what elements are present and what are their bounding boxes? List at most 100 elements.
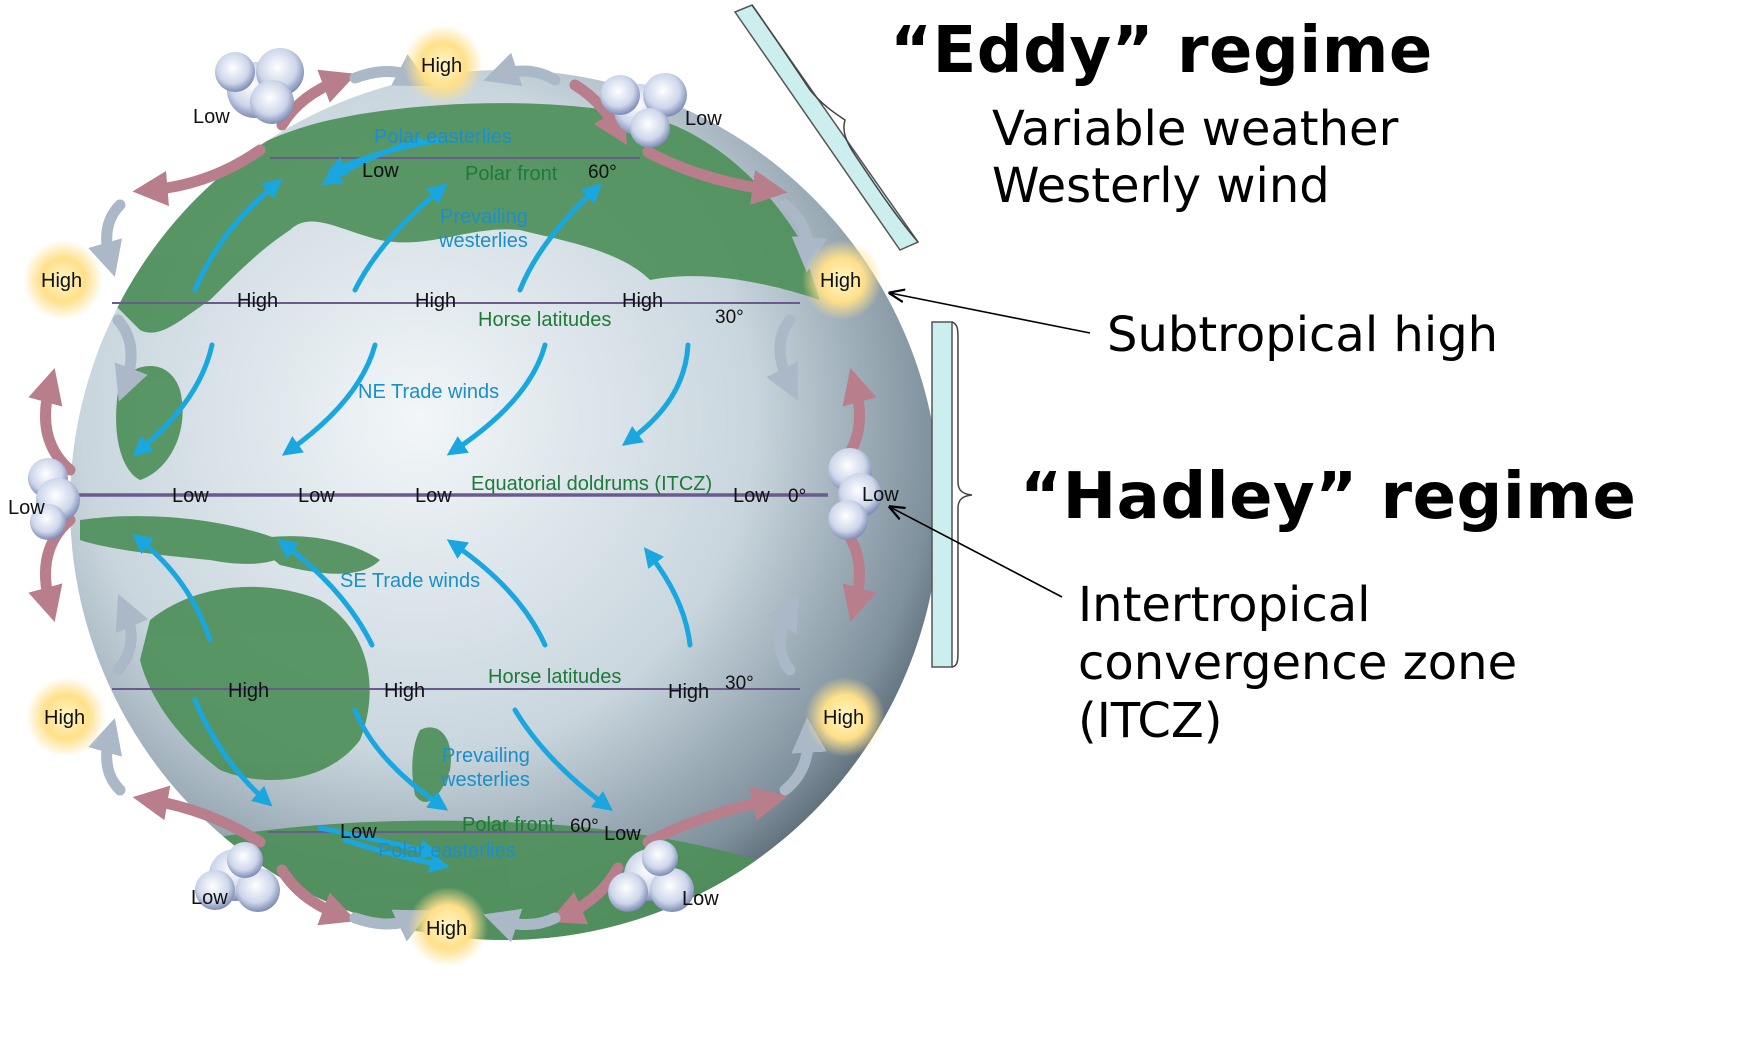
eddy-regime-line2: Westerly wind: [992, 158, 1330, 214]
pressure-label: High: [421, 55, 462, 77]
pressure-label: High: [426, 918, 467, 940]
cloud-icon: [28, 458, 80, 540]
pressure-label: Low: [298, 485, 335, 507]
wind-arrow: [192, 697, 273, 807]
latitude-label: 30°: [715, 307, 744, 328]
latitude-label: 0°: [788, 486, 806, 507]
itcz-pointer: [890, 507, 1063, 598]
wind-arrow: [342, 837, 450, 873]
latitude-labels: 60° 30° 0° 30° 60°: [570, 162, 806, 837]
wind-arrow: [321, 137, 423, 186]
wind-arrow: [132, 342, 215, 457]
eddy-bracket-brace: [751, 4, 919, 243]
latitude-label: 60°: [570, 816, 599, 837]
wind-arrow: [352, 183, 448, 293]
itcz-label-line1: Intertropical: [1078, 577, 1371, 633]
cell-arrow-grey: [112, 593, 149, 676]
sun-icon: [26, 677, 106, 757]
pressure-label: Low: [172, 485, 209, 507]
wind-arrow: [512, 707, 613, 812]
cell-arrow-grey: [779, 717, 827, 796]
pressure-label: High: [823, 707, 864, 729]
cell-arrow-pink: [132, 785, 266, 848]
pressure-label: High: [44, 707, 85, 729]
eddy-bracket: [733, 4, 920, 251]
hadley-bracket: [931, 321, 973, 668]
high-pressure-suns: [23, 25, 885, 967]
sun-icon: [403, 25, 483, 105]
wind-label-polar-easterlies-s: Polar easterlies: [378, 840, 516, 862]
wind-arrow: [446, 342, 548, 456]
cloud-icon: [608, 840, 694, 912]
cell-arrows: [28, 52, 877, 943]
australia-land: [140, 586, 370, 780]
zone-label-horse-latitudes-n: Horse latitudes: [478, 309, 611, 331]
cloud-icon: [215, 48, 304, 124]
cloud-icon: [828, 448, 882, 540]
pressure-label: High: [668, 681, 709, 703]
cloud-icon: [600, 73, 687, 148]
cell-arrow-pink: [132, 144, 266, 207]
indonesia-land: [80, 516, 286, 564]
cell-arrow-grey: [483, 908, 561, 943]
wind-arrow: [132, 533, 213, 643]
pressure-label: Low: [415, 485, 452, 507]
itcz-label-line2: convergence zone: [1078, 635, 1518, 691]
subtropical-high-pointer: [890, 293, 1091, 334]
cell-arrow-grey: [483, 52, 561, 87]
cell-arrow-pink: [642, 786, 788, 848]
pressure-label: High: [415, 290, 456, 312]
latitude-label: 60°: [588, 162, 617, 183]
cell-arrow-pink: [28, 368, 76, 476]
pressure-label: Low: [362, 160, 399, 182]
wind-label-westerlies-s: westerlies: [440, 769, 530, 791]
zone-label-polar-front-s: Polar front: [462, 814, 555, 836]
wind-arrow: [517, 183, 603, 293]
cell-arrow-grey: [88, 199, 126, 277]
wind-arrow: [621, 342, 691, 446]
pressure-label: Low: [682, 888, 719, 910]
cell-arrow-pink: [276, 69, 357, 131]
pressure-label: Low: [733, 485, 770, 507]
pressure-label: High: [228, 680, 269, 702]
zone-label-horse-latitudes-s: Horse latitudes: [488, 666, 621, 688]
hadley-bracket-bar: [931, 321, 953, 668]
pressure-label: Low: [685, 108, 722, 130]
eddy-regime-line1: Variable weather: [992, 101, 1399, 157]
wind-arrow: [277, 538, 375, 648]
zone-label-polar-front-n: Polar front: [465, 163, 558, 185]
cell-arrow-grey: [349, 909, 431, 942]
cell-arrow-grey: [765, 594, 799, 676]
pressure-label: High: [820, 270, 861, 292]
wind-label-polar-easterlies-n: Polar easterlies: [374, 126, 512, 148]
cloud-icon: [195, 842, 280, 912]
wind-arrow: [317, 825, 440, 860]
wind-arrow: [352, 707, 449, 811]
low-pressure-clouds: [28, 48, 882, 912]
cell-arrow-pink: [276, 864, 357, 926]
hadley-regime-title: “Hadley” regime: [1020, 460, 1637, 534]
pressure-label: High: [384, 680, 425, 702]
sun-icon: [408, 887, 488, 967]
itcz-label-line3: (ITCZ): [1078, 693, 1223, 749]
asia-land: [110, 103, 820, 333]
wind-label-prevailing-n: Prevailing: [440, 206, 528, 228]
pressure-label: Low: [8, 497, 45, 519]
pressure-label: Low: [193, 106, 230, 128]
wind-arrow: [192, 178, 283, 293]
cell-arrow-grey: [112, 314, 148, 402]
sun-icon: [805, 677, 885, 757]
latitude-label: 30°: [725, 673, 754, 694]
pressure-label: High: [41, 270, 82, 292]
pressure-label: High: [237, 290, 278, 312]
sun-icon: [802, 240, 882, 320]
cell-arrow-pink: [569, 79, 628, 146]
pressure-label: Low: [191, 887, 228, 909]
wind-label-westerlies-n: westerlies: [438, 230, 528, 252]
sun-icon: [23, 240, 103, 320]
wind-label-se-trade: SE Trade winds: [340, 570, 480, 592]
cell-arrow-pink: [548, 862, 624, 925]
cell-arrow-grey: [88, 718, 126, 796]
cell-arrow-grey: [779, 199, 827, 273]
